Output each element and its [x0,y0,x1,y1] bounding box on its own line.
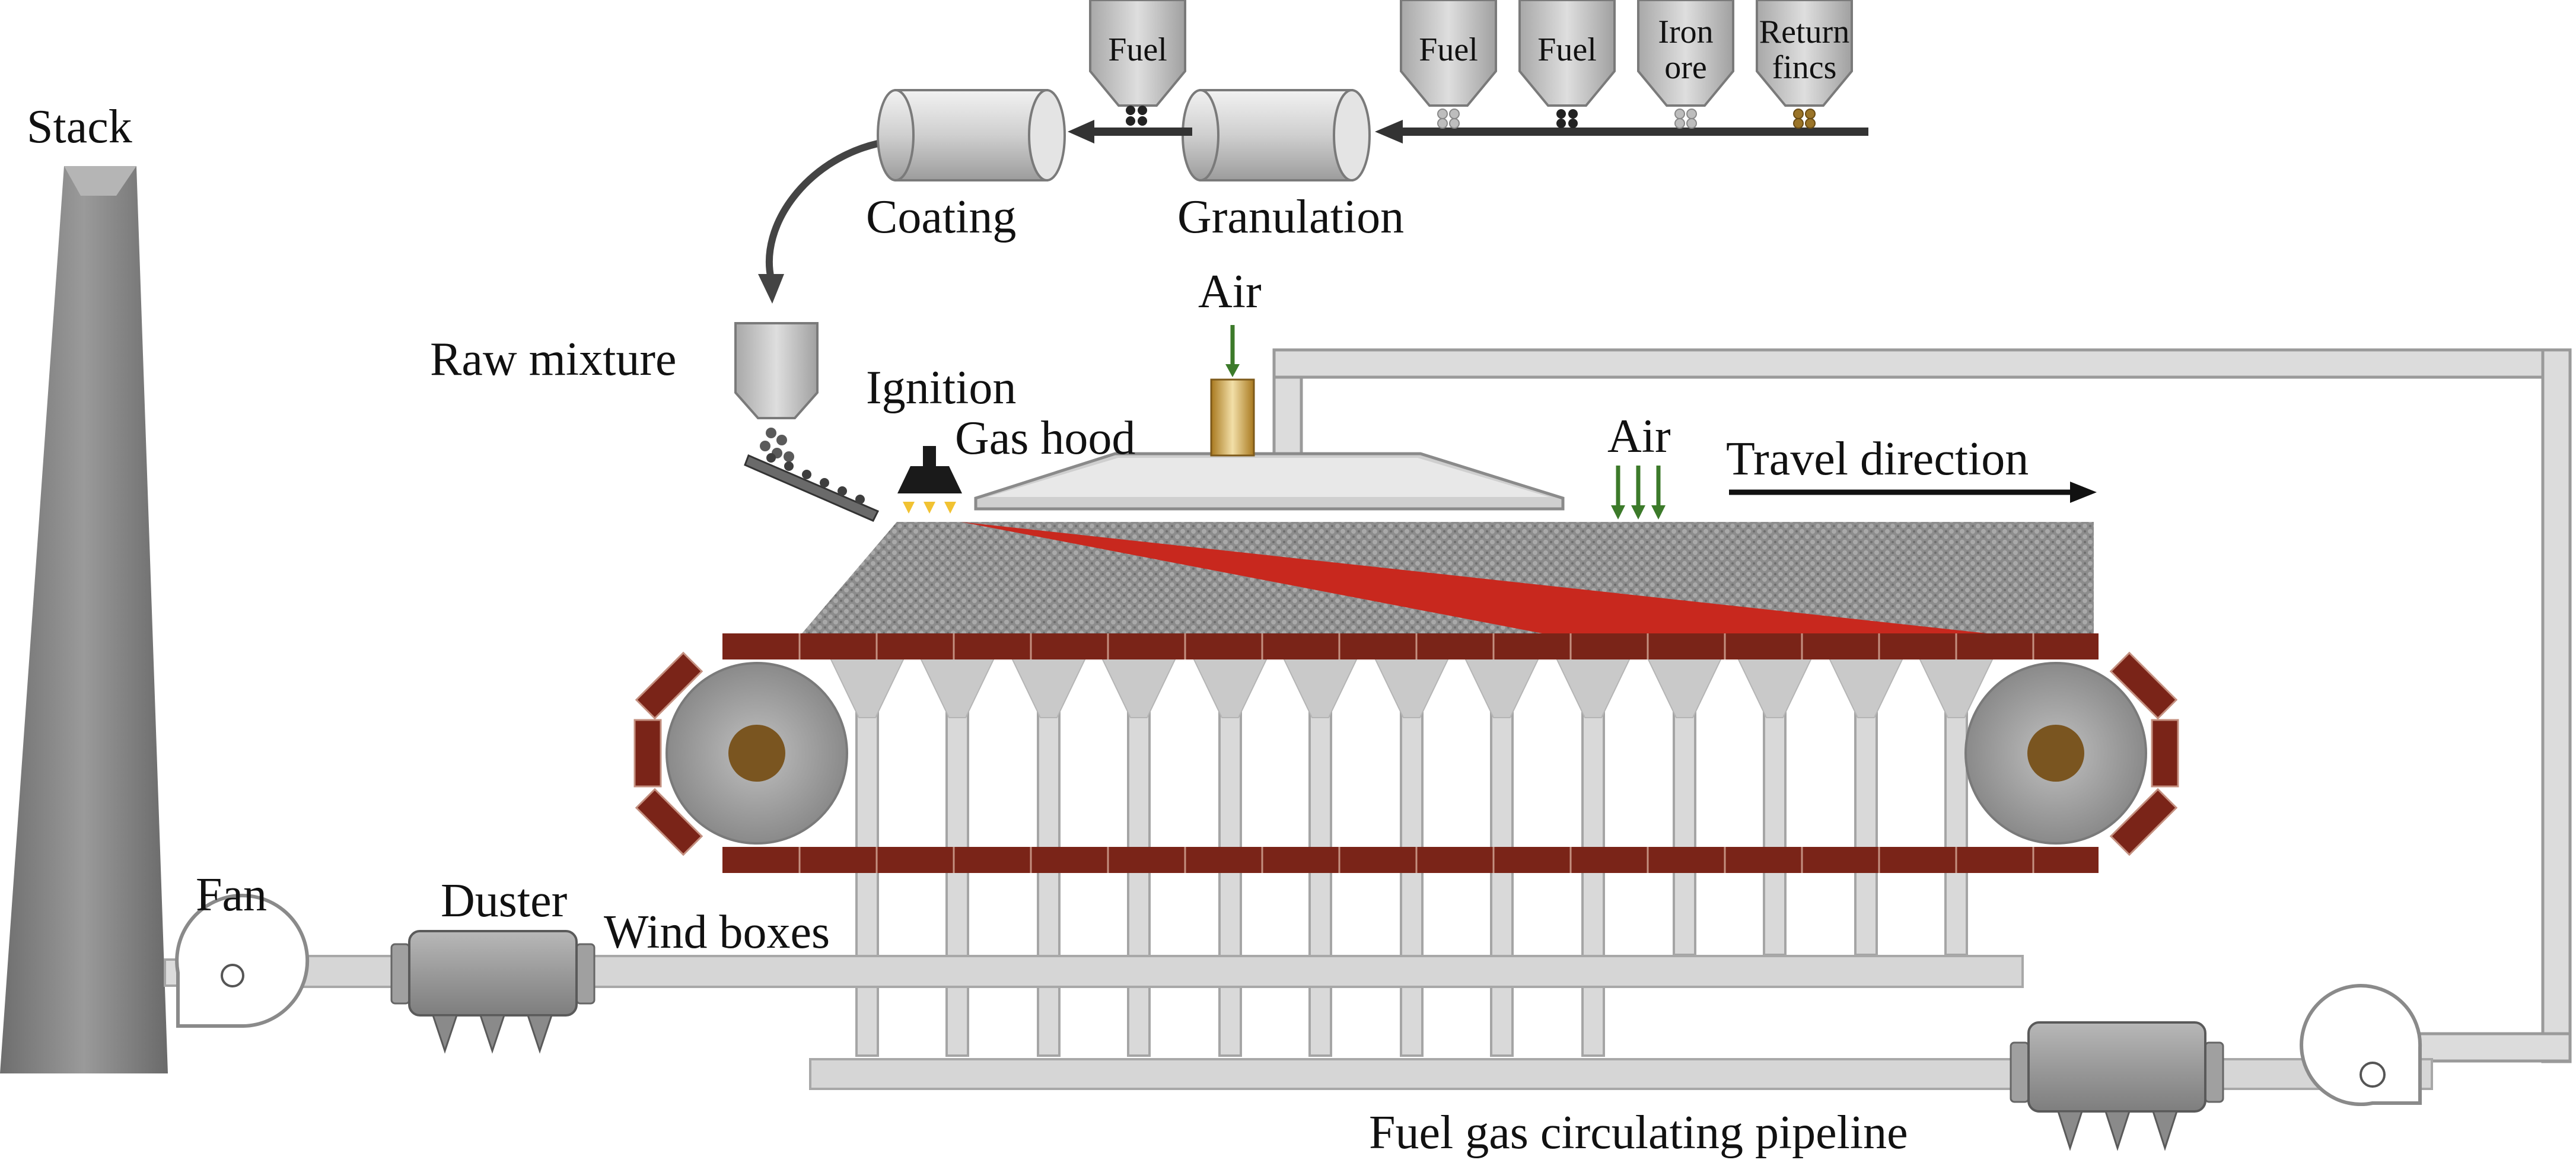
coating-drum [877,89,1066,181]
duster-label: Duster [441,875,567,927]
left-drum [666,662,848,845]
combustion-zone [961,522,1987,633]
travel-direction-label: Travel direction [1726,433,2029,485]
raw-mixture-hopper [734,322,880,522]
coating-to-raw-mixture-arrowhead [758,274,784,304]
hopper-fuel-coating [1089,0,1186,126]
hopper-label-3: Fuel [1537,31,1597,68]
air-label-top: Air [1198,266,1262,318]
coating-label: Coating [866,191,1016,243]
granulation-label: Granulation [1177,191,1404,243]
wind-box-funnels [829,658,1994,718]
chain-links-left [633,651,703,856]
stack [0,166,168,1073]
left-fan [164,894,310,1028]
air-down-arrows-bed [1611,466,1666,520]
hopper-label-4a: Iron [1658,14,1713,50]
air-down-arrow-hood [1225,325,1240,377]
hopper-return-fines [1756,0,1853,129]
ignition-label: Ignition [866,362,1016,414]
chain-links-right [2109,651,2179,856]
travel-direction-arrow [1729,482,2097,503]
fuel-gas-return-pipe [1272,348,2572,1063]
coating-to-raw-mixture-arrow [765,140,879,280]
air-label-right: Air [1607,410,1671,463]
hopper-label-4b: ore [1664,49,1707,86]
hopper-fuel-b [1518,0,1616,128]
feed-belt-hoppers-to-granulation [1375,120,1868,144]
hopper-label-5b: fincs [1772,49,1837,86]
sinter-bed [802,522,2094,633]
wind-boxes-label: Wind boxes [604,906,830,958]
hopper-label-1: Fuel [1108,31,1167,68]
right-duster [2010,1021,2224,1151]
gas-hood-label: Gas hood [955,412,1135,464]
pallet-chain-top [722,633,2099,659]
gas-hood [974,452,1565,511]
right-drum [1964,662,2147,845]
hopper-label-5a: Return [1759,14,1849,50]
raw-mixture-label: Raw mixture [430,333,676,385]
pipeline-label: Fuel gas circulating pipeline [1369,1107,1908,1159]
stack-label: Stack [27,101,132,153]
left-duster [390,930,596,1054]
feed-belt-granulation-to-coating [1068,120,1192,144]
fan-label: Fan [196,869,267,921]
hopper-iron-ore [1637,0,1734,129]
hopper-fuel-a [1400,0,1497,129]
granulation-drum [1182,89,1371,181]
ignition-hood [897,446,962,514]
right-fan [2300,984,2422,1106]
hopper-label-2: Fuel [1419,31,1478,68]
pallet-chain-bottom [722,847,2099,873]
air-inlet-pipe [1210,378,1255,457]
